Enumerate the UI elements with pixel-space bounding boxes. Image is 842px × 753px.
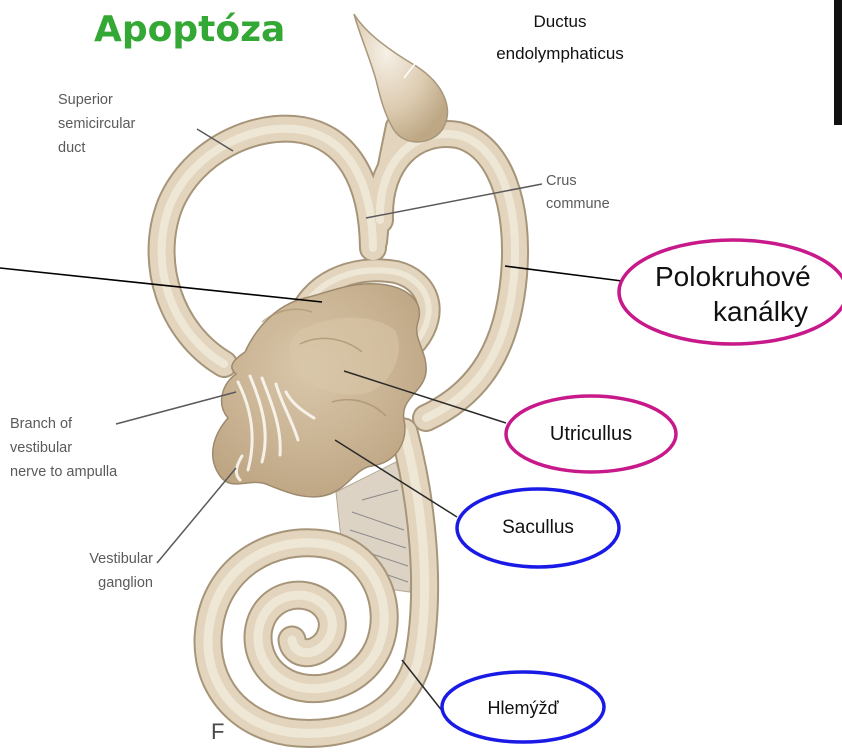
crus-label-line1: Crus <box>546 170 610 193</box>
ductus-endolymphaticus-label: Ductus endolymphaticus <box>460 6 660 70</box>
figure-letter: F <box>211 719 224 745</box>
superior-label-line2: semicircular <box>58 112 135 136</box>
polokruhove-kanalky-ring <box>619 240 842 344</box>
ductus-endolymphaticus-line1: Ductus <box>460 6 660 38</box>
superior-semicircular-duct-label: Superior semicircular duct <box>58 88 135 160</box>
hlemyzd-label: Hlemýžď <box>441 672 605 744</box>
branch-label-line3: nerve to ampulla <box>10 460 117 484</box>
black-frame-fragment <box>834 0 842 125</box>
page-title: Apoptóza <box>94 8 285 52</box>
polokruhove-kanalky-line2: kanálky <box>713 297 808 327</box>
branch-label-line1: Branch of <box>10 412 117 436</box>
branch-vestibular-nerve-leader <box>116 392 236 424</box>
branch-label-line2: vestibular <box>10 436 117 460</box>
crus-label-line2: commune <box>546 193 610 216</box>
utricullus-label: Utricullus <box>505 395 677 473</box>
ductus-endolymphaticus-line2: endolymphaticus <box>460 38 660 70</box>
ganglion-label-line1: Vestibular <box>50 547 153 571</box>
ganglion-label-line2: ganglion <box>50 571 153 595</box>
endolymphatic-sac <box>354 14 447 142</box>
branch-vestibular-nerve-label: Branch of vestibular nerve to ampulla <box>10 412 117 484</box>
vestibular-ganglion-label: Vestibular ganglion <box>50 547 153 595</box>
polokruhove-kanalky-line1: Polokruhové <box>655 262 811 292</box>
vestibular-ganglion-leader <box>157 468 236 563</box>
superior-label-line3: duct <box>58 136 135 160</box>
superior-label-line1: Superior <box>58 88 135 112</box>
sacullus-label: Sacullus <box>456 488 620 568</box>
crus-commune-label: Crus commune <box>546 170 610 216</box>
